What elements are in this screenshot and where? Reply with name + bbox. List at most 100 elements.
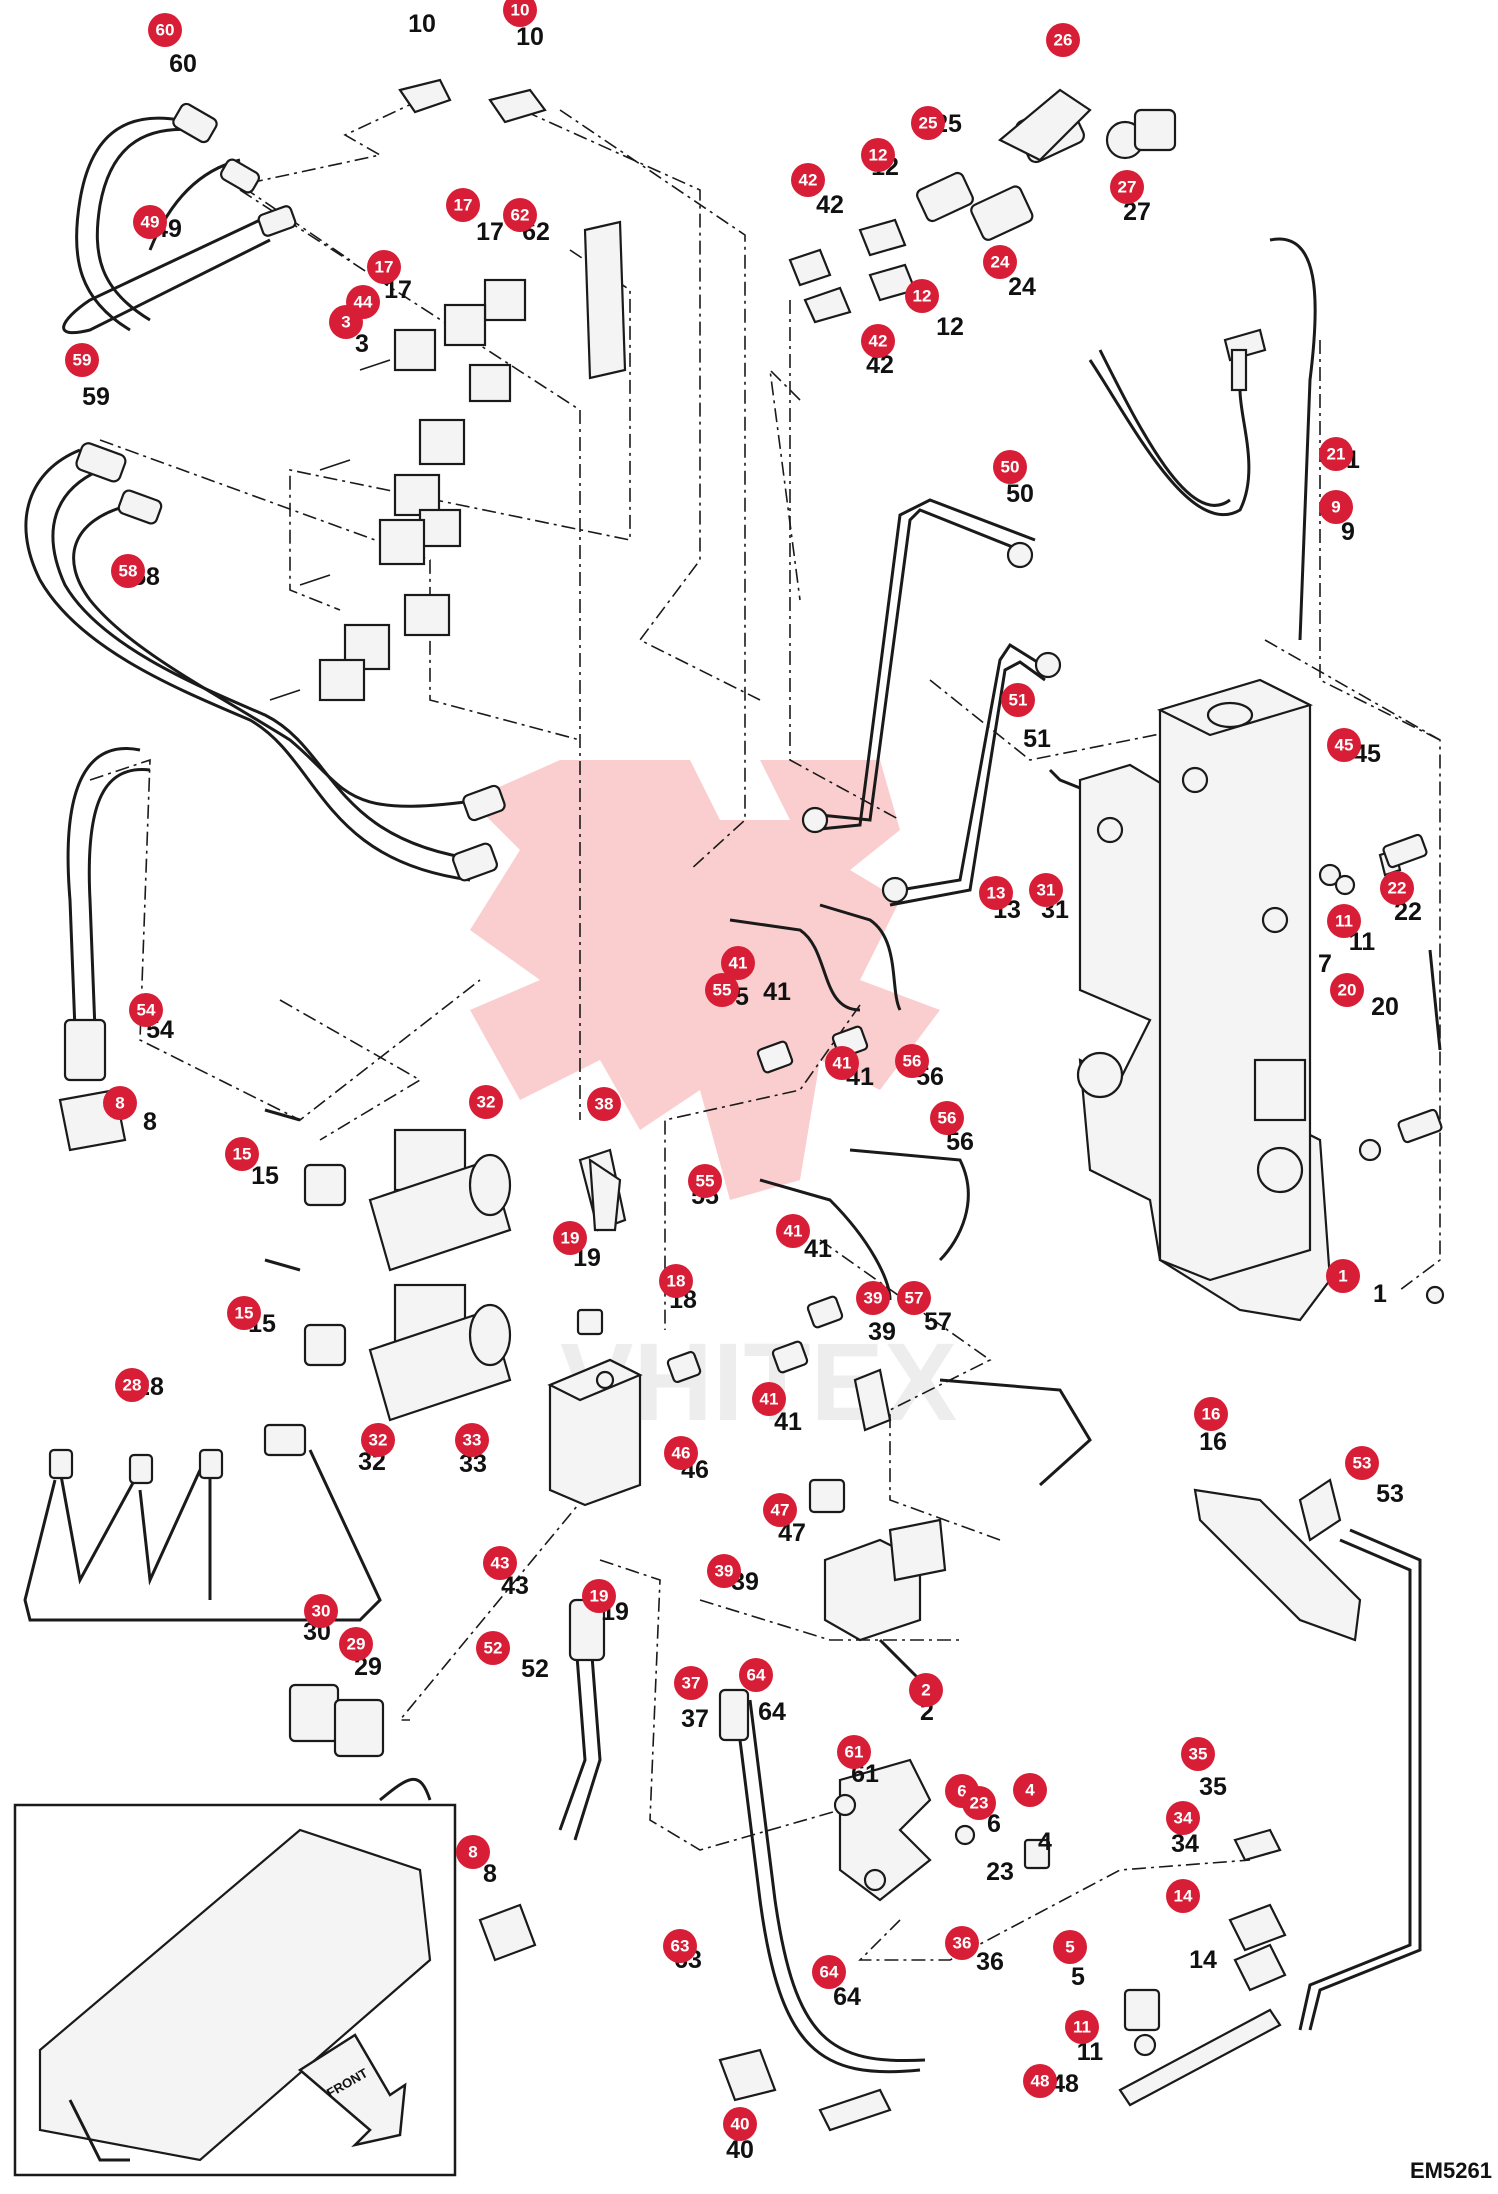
callout-badge[interactable]: 25	[911, 106, 945, 140]
callout-badge[interactable]: 41	[825, 1046, 859, 1080]
callout-badge[interactable]: 8	[103, 1086, 137, 1120]
callout-badge[interactable]: 56	[895, 1044, 929, 1078]
callout-badge[interactable]: 37	[674, 1666, 708, 1700]
callout-badge[interactable]: 3	[329, 305, 363, 339]
callout-label: 17	[476, 218, 504, 246]
callout-badge[interactable]: 31	[1029, 873, 1063, 907]
callout-badge[interactable]: 57	[897, 1281, 931, 1315]
badge-number: 56	[903, 1052, 922, 1071]
badge-number: 42	[869, 332, 888, 351]
callout-badge[interactable]: 43	[483, 1546, 517, 1580]
callout-badge[interactable]: 39	[707, 1554, 741, 1588]
callout-badge[interactable]: 19	[553, 1221, 587, 1255]
callout-badge[interactable]: 53	[1345, 1446, 1379, 1480]
callout-badge[interactable]: 32	[469, 1085, 503, 1119]
callout-badge[interactable]: 54	[129, 993, 163, 1027]
callout-badge[interactable]: 17	[367, 250, 401, 284]
callout-badge[interactable]: 29	[339, 1627, 373, 1661]
callout-badge[interactable]: 49	[133, 205, 167, 239]
callout-badge[interactable]: 4	[1013, 1773, 1047, 1807]
callout-badge[interactable]: 20	[1330, 973, 1364, 1007]
callout-badge[interactable]: 18	[659, 1264, 693, 1298]
callout-badge[interactable]: 12	[905, 279, 939, 313]
callout-badge[interactable]: 41	[752, 1382, 786, 1416]
callout-badge[interactable]: 42	[791, 163, 825, 197]
callout-badge[interactable]: 16	[1194, 1397, 1228, 1431]
callout-badge[interactable]: 45	[1327, 728, 1361, 762]
callout-badge[interactable]: 41	[776, 1214, 810, 1248]
callout-badge[interactable]: 17	[446, 188, 480, 222]
callout-badge[interactable]: 33	[455, 1423, 489, 1457]
callout-badge[interactable]: 12	[861, 138, 895, 172]
callout-badge[interactable]: 41	[721, 946, 755, 980]
callout-badge[interactable]: 22	[1380, 871, 1414, 905]
badge-number: 17	[454, 196, 473, 215]
callout-badge[interactable]: 36	[945, 1926, 979, 1960]
callout-badge[interactable]: 42	[861, 324, 895, 358]
callout-badge[interactable]: 56	[930, 1101, 964, 1135]
callout-badge[interactable]: 27	[1110, 170, 1144, 204]
callout-badge[interactable]: 40	[723, 2107, 757, 2141]
callout-badge[interactable]: 50	[993, 450, 1027, 484]
badge-number: 16	[1202, 1405, 1221, 1424]
callout-badge[interactable]: 64	[812, 1955, 846, 1989]
callout-badges: 60 10 26 25 42 12 27 49 17 62 17 44 3 24…	[65, 0, 1414, 2141]
callout-badge[interactable]: 11	[1065, 2010, 1099, 2044]
callout-badge[interactable]: 8	[456, 1835, 490, 1869]
badge-number: 8	[115, 1094, 124, 1113]
badge-number: 46	[672, 1444, 691, 1463]
callout-badge[interactable]: 51	[1001, 683, 1035, 717]
callout-badge[interactable]: 55	[688, 1164, 722, 1198]
callout-badge[interactable]: 5	[1053, 1930, 1087, 1964]
badge-number: 24	[991, 253, 1010, 272]
callout-label: 7	[1318, 950, 1332, 978]
callout-badge[interactable]: 2	[909, 1673, 943, 1707]
callout-badge[interactable]: 63	[663, 1929, 697, 1963]
callout-badge[interactable]: 26	[1046, 23, 1080, 57]
callout-badge[interactable]: 32	[361, 1423, 395, 1457]
badge-number: 2	[921, 1681, 930, 1700]
callout-badge[interactable]: 38	[587, 1087, 621, 1121]
callout-badge[interactable]: 24	[983, 245, 1017, 279]
callout-badge[interactable]: 28	[115, 1368, 149, 1402]
callout-badge[interactable]: 10	[503, 0, 537, 27]
callout-badge[interactable]: 47	[763, 1493, 797, 1527]
callout-badge[interactable]: 55	[705, 973, 739, 1007]
mounting-bracket-45	[1076, 678, 1332, 1322]
callout-badge[interactable]: 13	[979, 876, 1013, 910]
callout-badge[interactable]: 48	[1023, 2064, 1057, 2098]
callout-badge[interactable]: 58	[111, 554, 145, 588]
callout-badge[interactable]: 11	[1327, 904, 1361, 938]
callout-badge[interactable]: 64	[739, 1658, 773, 1692]
callout-badge[interactable]: 61	[837, 1735, 871, 1769]
badge-number: 53	[1353, 1454, 1372, 1473]
callout-badge[interactable]: 60	[148, 13, 182, 47]
callout-badge[interactable]: 35	[1181, 1737, 1215, 1771]
badge-number: 17	[375, 258, 394, 277]
callout-label: 5	[1071, 1963, 1085, 1991]
callout-badge[interactable]: 15	[227, 1296, 261, 1330]
callout-badge[interactable]: 21	[1319, 437, 1353, 471]
callout-badge[interactable]: 34	[1166, 1801, 1200, 1835]
callout-badge[interactable]: 39	[856, 1281, 890, 1315]
callout-label: 8	[483, 1860, 497, 1888]
callout-badge[interactable]: 15	[225, 1137, 259, 1171]
callout-label: 1	[1373, 1280, 1387, 1308]
callout-badge[interactable]: 1	[1326, 1259, 1360, 1293]
callout-badge[interactable]: 30	[304, 1594, 338, 1628]
badge-number: 57	[905, 1289, 924, 1308]
badge-number: 29	[347, 1635, 366, 1654]
callout-badge[interactable]: 19	[582, 1579, 616, 1613]
callout-badge[interactable]: 46	[664, 1436, 698, 1470]
callout-label: 42	[816, 191, 844, 219]
callout-badge[interactable]: 9	[1319, 490, 1353, 524]
callout-badge[interactable]: 52	[476, 1631, 510, 1665]
callout-badge[interactable]: 23	[962, 1786, 996, 1820]
badge-number: 32	[369, 1431, 388, 1450]
callout-badge[interactable]: 14	[1166, 1879, 1200, 1913]
hose-52	[478, 1598, 606, 1962]
callout-badge[interactable]: 59	[65, 343, 99, 377]
callout-label: 53	[1376, 1480, 1404, 1508]
callout-badge[interactable]: 62	[503, 198, 537, 232]
